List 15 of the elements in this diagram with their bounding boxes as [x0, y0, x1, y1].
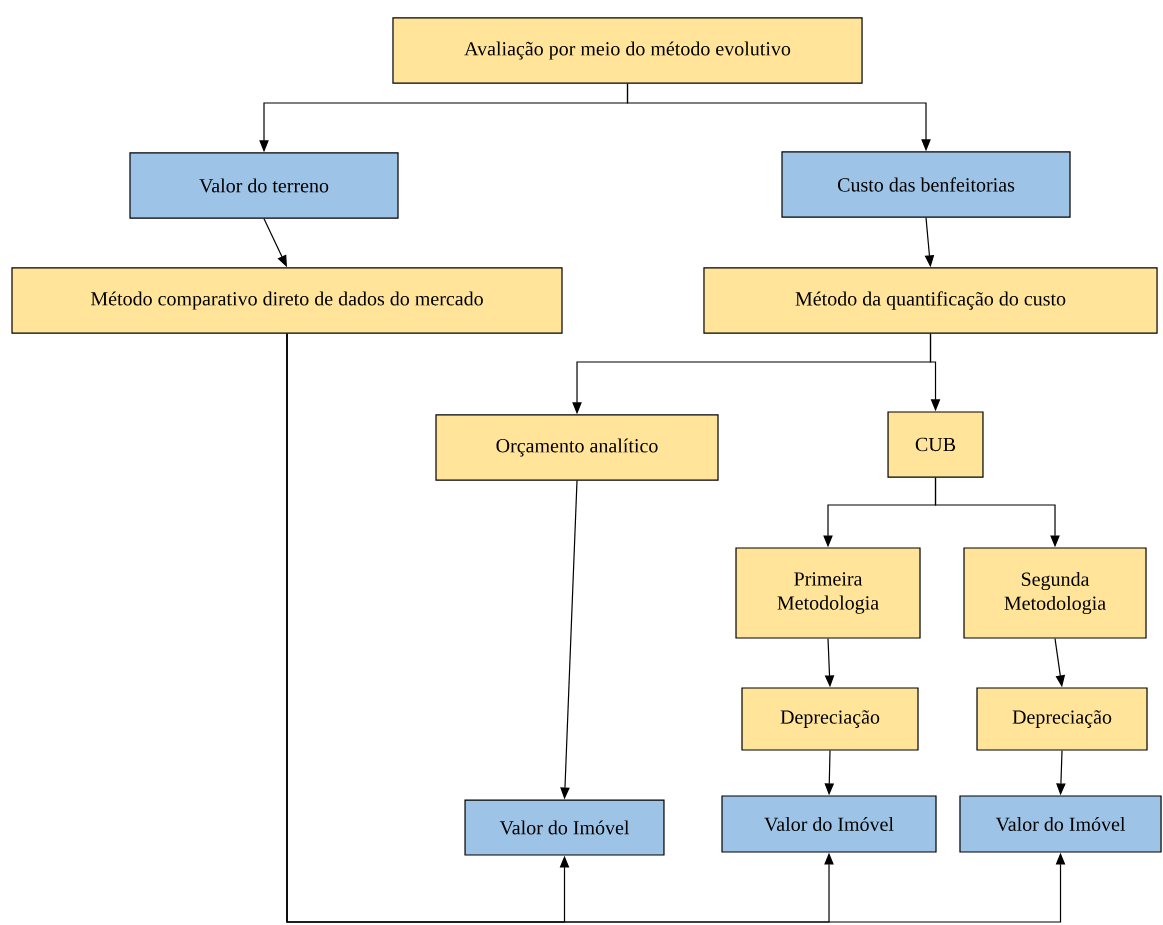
process-box: Depreciação: [976, 687, 1148, 751]
process-box: Orçamento analítico: [435, 414, 719, 481]
process-box: Segunda Metodologia: [963, 547, 1147, 639]
process-box: Método comparativo direto de dados do mercado: [11, 267, 563, 334]
arrow: [286, 333, 1066, 923]
process-box: Valor do Imóvel: [464, 799, 665, 856]
process-box: Método da quantificação do custo: [703, 267, 1158, 334]
process-box: Depreciação: [741, 687, 919, 751]
process-box: Valor do Imóvel: [721, 795, 937, 853]
process-box: Valor do terreno: [129, 152, 399, 219]
process-box: Valor do Imóvel: [959, 795, 1162, 853]
process-box: Avaliação por meio do método evolutivo: [392, 17, 863, 84]
process-box: CUB: [887, 411, 984, 478]
process-box: Custo das benfeitorias: [781, 151, 1071, 218]
process-box: Primeira Metodologia: [735, 547, 921, 639]
